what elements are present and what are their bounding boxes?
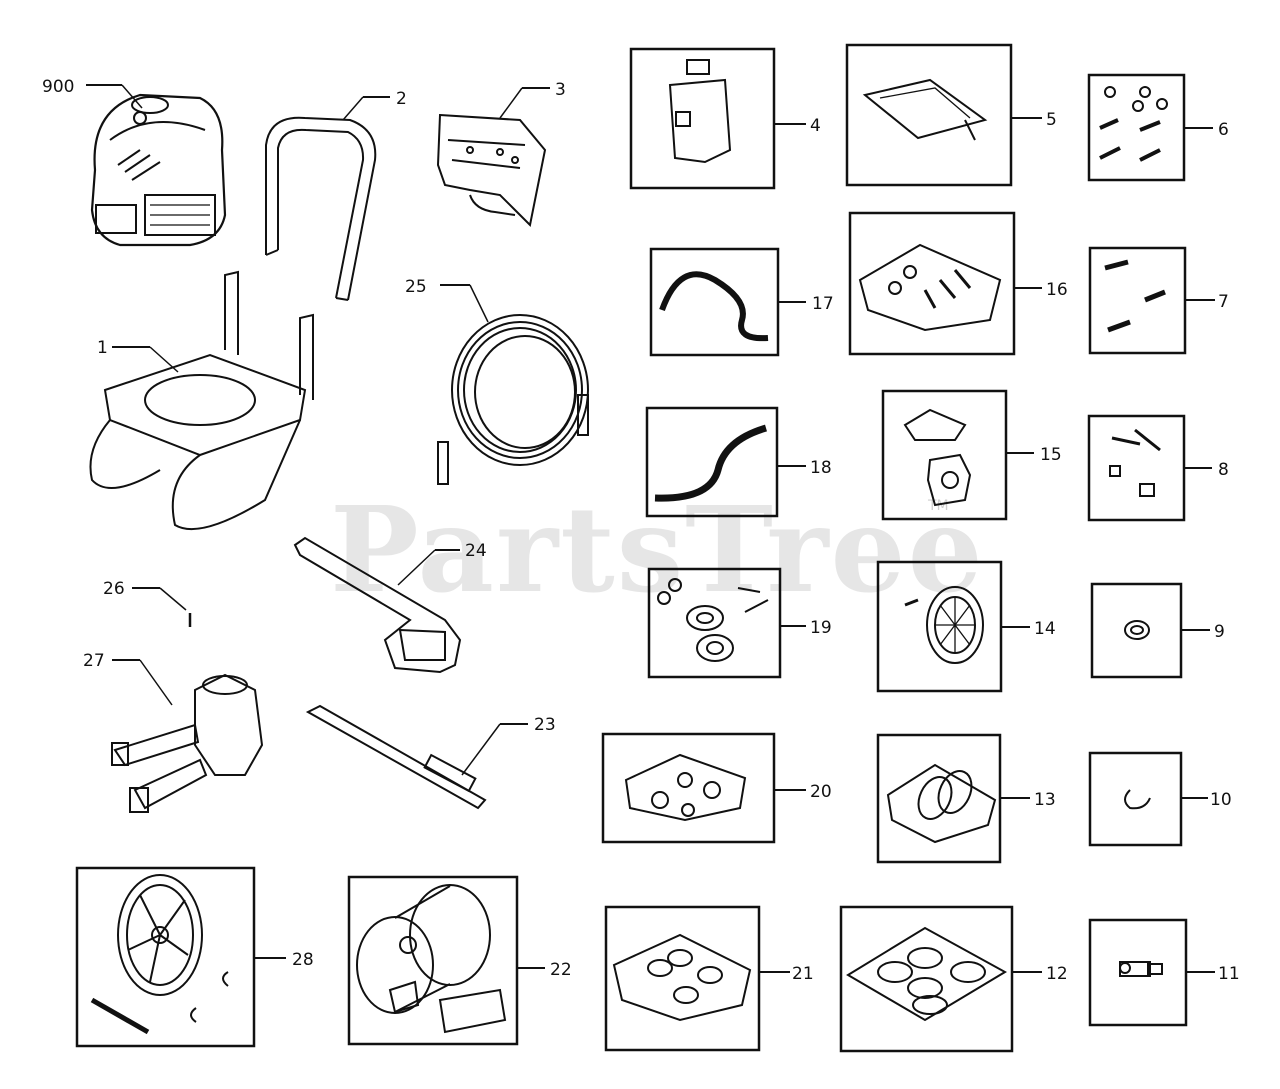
part-14-gear[interactable] [876,560,1030,693]
label-11: 11 [1218,964,1240,984]
label-16: 16 [1046,280,1068,300]
part-4-bottle[interactable] [629,47,806,190]
part-16-bag[interactable] [848,211,1042,356]
label-7: 7 [1218,292,1229,312]
label-9: 9 [1214,622,1225,642]
label-4: 4 [810,116,821,136]
part-25-hose[interactable] [437,284,589,485]
label-18: 18 [810,458,832,478]
label-6: 6 [1218,120,1229,140]
label-28: 28 [292,950,314,970]
part-11-valve[interactable] [1088,918,1215,1027]
label-12: 12 [1046,964,1068,984]
part-23-wand[interactable] [305,704,528,810]
part-8-hardware[interactable] [1087,414,1212,522]
label-26: 26 [103,579,125,599]
part-3-bracket[interactable] [436,87,550,228]
part-24-gun[interactable] [293,536,462,674]
label-15: 15 [1040,445,1062,465]
label-8: 8 [1218,460,1229,480]
label-2: 2 [396,89,407,109]
part-20-bag[interactable] [601,732,806,844]
label-14: 14 [1034,619,1056,639]
part-1-frame[interactable] [89,270,314,531]
label-13: 13 [1034,790,1056,810]
part-9-plug[interactable] [1090,582,1210,679]
part-13-bag[interactable] [876,733,1030,864]
part-2-handle[interactable] [265,96,390,301]
label-1: 1 [97,338,108,358]
part-17-hose[interactable] [649,247,806,357]
label-21: 21 [792,964,814,984]
part-7-bolts[interactable] [1088,246,1215,355]
label-23: 23 [534,715,556,735]
label-27: 27 [83,651,105,671]
part-10-clip[interactable] [1088,751,1208,847]
label-20: 20 [810,782,832,802]
part-15-kit[interactable] [881,389,1034,521]
part-22-hose-reel[interactable] [347,875,545,1046]
part-5-bracket[interactable] [845,43,1042,187]
part-27-pump[interactable] [111,659,264,813]
part-12-o-rings[interactable] [839,905,1042,1053]
part-19-bearings[interactable] [647,567,806,679]
part-21-bag[interactable] [604,905,790,1052]
part-18-hose[interactable] [645,406,806,518]
label-24: 24 [465,541,487,561]
part-28-wheel-kit[interactable] [75,866,286,1048]
label-900: 900 [42,77,74,97]
label-19: 19 [810,618,832,638]
label-22: 22 [550,960,572,980]
label-17: 17 [812,294,834,314]
label-10: 10 [1210,790,1232,810]
label-3: 3 [555,80,566,100]
part-26-pin[interactable] [132,587,192,627]
label-5: 5 [1046,110,1057,130]
part-900-engine[interactable] [86,84,227,247]
part-6-bolts[interactable] [1087,73,1213,182]
label-25: 25 [405,277,427,297]
